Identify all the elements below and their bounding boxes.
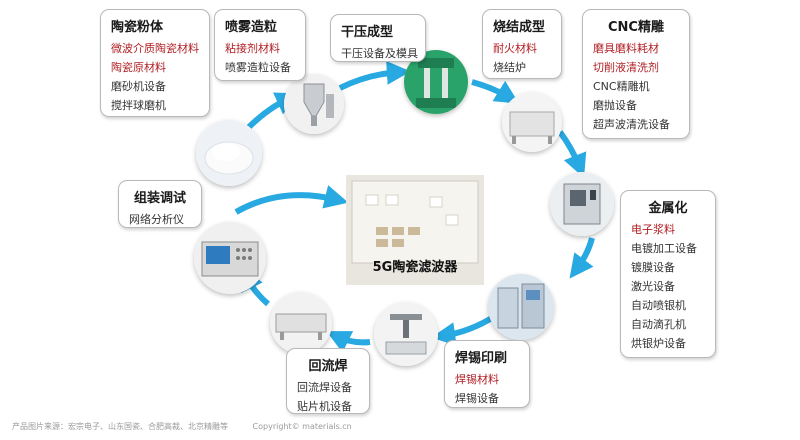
- step-item: 网络分析仪: [129, 213, 184, 226]
- step-title: 回流焊: [308, 359, 348, 374]
- step-item: 自动滴孔机: [631, 318, 686, 331]
- step-title: 焊锡印刷: [455, 351, 508, 366]
- step-item: 电子浆料: [631, 223, 675, 236]
- center-product-image: 5G陶瓷滤波器: [346, 175, 484, 285]
- step-item: 磨具磨料耗材: [593, 42, 659, 55]
- step-item: 焊锡设备: [455, 392, 499, 405]
- arrow-solder-to-reflow: [326, 331, 371, 353]
- step-title: 烧结成型: [493, 20, 546, 35]
- step-title: 干压成型: [341, 25, 394, 40]
- arrow-sinter-to-cnc: [557, 130, 587, 179]
- step-item: 磨砂机设备: [111, 80, 166, 93]
- step-item: 回流焊设备: [297, 381, 352, 394]
- step-item: 干压设备及模具: [341, 47, 418, 60]
- step-item: 电镀加工设备: [631, 242, 697, 255]
- step-item: 微波介质陶瓷材料: [111, 42, 199, 55]
- arrow-metal-to-solder: [431, 313, 497, 347]
- step-item: 耐火材料: [493, 42, 537, 55]
- step-title: 陶瓷粉体: [111, 20, 164, 35]
- step-spray-granulation: 喷雾造粒 粘接剂材料 喷雾造粒设备: [214, 9, 306, 81]
- product-title: 5G陶瓷滤波器: [372, 260, 458, 275]
- soldering-machine-photo: [374, 302, 438, 366]
- step-item: 激光设备: [631, 280, 675, 293]
- step-dry-pressing: 干压成型 干压设备及模具: [330, 14, 426, 62]
- footer: 产品图片来源：宏宗电子、山东国瓷、合肥高裁、北京精雕等 Copyright© m…: [12, 421, 374, 432]
- step-item: 搅拌球磨机: [111, 99, 166, 112]
- step-solder-printing: 焊锡印刷 焊锡材料 焊锡设备: [444, 340, 530, 408]
- copyright-note: Copyright© materials.cn: [252, 422, 352, 431]
- arrow-assembly-to-center: [234, 185, 349, 215]
- step-item: 自动喷银机: [631, 299, 686, 312]
- step-item: 粘接剂材料: [225, 42, 280, 55]
- arrow-cnc-to-metal: [569, 237, 595, 279]
- step-item: 烘银炉设备: [631, 337, 686, 350]
- cnc-machine-photo: [550, 172, 614, 236]
- arrow-press-to-sinter: [471, 79, 520, 104]
- image-source-note: 产品图片来源：宏宗电子、山东国瓷、合肥高裁、北京精雕等: [12, 422, 228, 431]
- step-item: CNC精雕机: [593, 80, 650, 93]
- step-assembly: 组装调试 网络分析仪: [118, 180, 202, 228]
- network-analyzer-photo: [194, 222, 266, 294]
- reflow-oven-photo: [270, 292, 332, 354]
- step-item: 超声波清洗设备: [593, 118, 670, 131]
- step-item: 陶瓷原材料: [111, 61, 166, 74]
- step-item: 贴片机设备: [297, 400, 352, 413]
- ceramic-powder-photo: [196, 120, 262, 186]
- step-item: 焊锡材料: [455, 373, 499, 386]
- step-reflow: 回流焊 回流焊设备 贴片机设备: [286, 348, 370, 414]
- step-item: 切削液清洗剂: [593, 61, 659, 74]
- step-metallization: 金属化 电子浆料 电镀加工设备 镀膜设备 激光设备 自动喷银机 自动滴孔机 烘银…: [620, 190, 716, 358]
- step-ceramic-powder: 陶瓷粉体 微波介质陶瓷材料 陶瓷原材料 磨砂机设备 搅拌球磨机: [100, 9, 210, 117]
- step-title: 金属化: [648, 201, 688, 216]
- step-item: 喷雾造粒设备: [225, 61, 291, 74]
- spray-dryer-photo: [284, 74, 344, 134]
- step-item: 磨抛设备: [593, 99, 637, 112]
- metallization-equipment-photo: [488, 274, 554, 340]
- step-cnc: CNC精雕 磨具磨料耗材 切削液清洗剂 CNC精雕机 磨抛设备 超声波清洗设备: [582, 9, 690, 139]
- step-title: CNC精雕: [608, 20, 664, 35]
- arrow-spray-to-press: [338, 60, 411, 91]
- step-sintering: 烧结成型 耐火材料 烧结炉: [482, 9, 562, 79]
- step-title: 喷雾造粒: [225, 20, 278, 35]
- step-item: 镀膜设备: [631, 261, 675, 274]
- step-item: 烧结炉: [493, 61, 526, 74]
- step-title: 组装调试: [133, 191, 186, 206]
- sintering-furnace-photo: [502, 92, 562, 152]
